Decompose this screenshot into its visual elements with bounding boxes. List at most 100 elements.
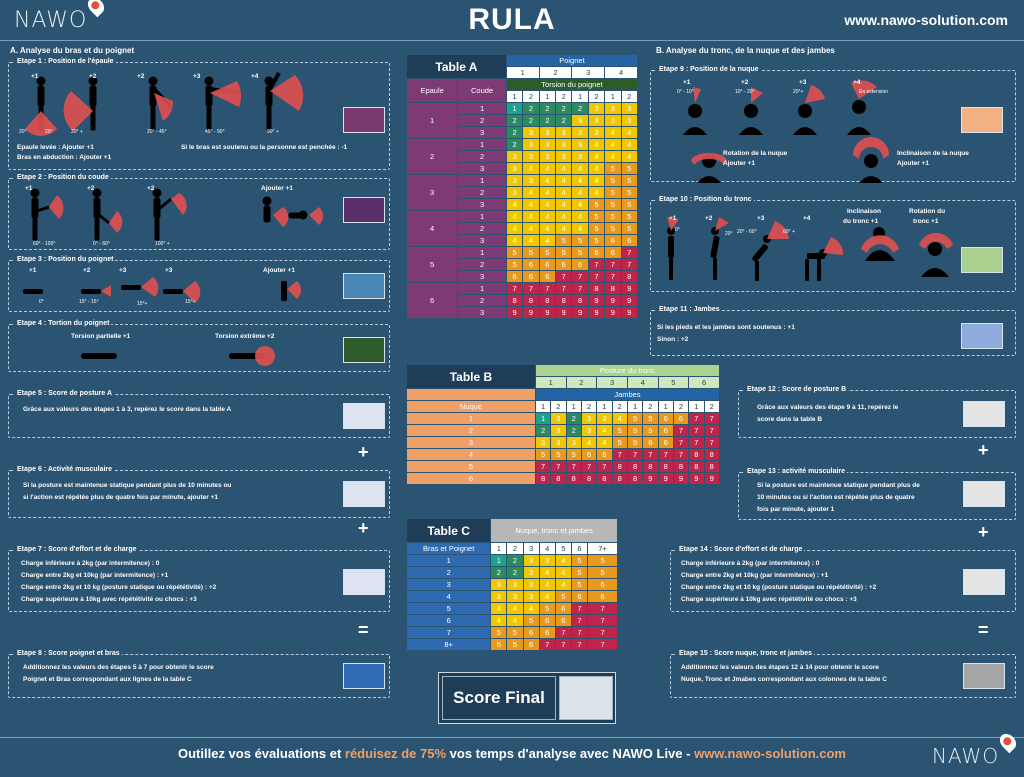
score-final-box[interactable] xyxy=(559,676,613,720)
etape1-score-5: +4 xyxy=(251,73,259,80)
table-c-cell: 4 xyxy=(522,602,540,615)
table-b-jambes-col: 2 xyxy=(611,400,628,413)
table-a-cell: 5 xyxy=(620,174,638,187)
table-b-cell: 7 xyxy=(657,448,674,461)
table-a-cell: 7 xyxy=(505,282,524,295)
table-b-cell: 5 xyxy=(565,448,582,461)
etape6-line1: Si la posture est maintenue statique pen… xyxy=(23,482,232,489)
table-c-bras-cell: 6 xyxy=(405,614,492,627)
etape7-score-box[interactable] xyxy=(343,569,385,595)
etape3-score-1: +1 xyxy=(29,267,37,274)
table-a-cell: 4 xyxy=(620,126,638,139)
table-b-cell: 3 xyxy=(534,436,552,449)
table-a-cell: 6 xyxy=(604,246,622,259)
table-c-cell: 4 xyxy=(490,602,508,615)
etape4-score-box[interactable] xyxy=(343,337,385,363)
table-a-cell: 5 xyxy=(604,174,622,187)
table-c-cell: 7 xyxy=(587,614,618,627)
table-a-cell: 4 xyxy=(538,198,557,211)
etape1-score-box[interactable] xyxy=(343,107,385,133)
table-a-torsion-col: 2 xyxy=(522,90,540,103)
table-a-cell: 4 xyxy=(571,186,589,199)
etape11-score-box[interactable] xyxy=(961,323,1003,349)
etape2-angle-3: 100° + xyxy=(155,241,170,247)
etape7-line2: Charge entre 2kg et 10kg (par intermiten… xyxy=(21,572,169,579)
table-a-cell: 7 xyxy=(554,270,573,283)
etape8-title: Etape 8 : Score poignet et bras xyxy=(15,650,122,657)
table-a-cell: 5 xyxy=(571,234,589,247)
table-b-cell: 8 xyxy=(703,448,720,461)
footer-text-c: vos temps d'analyse avec NAWO Live - xyxy=(446,746,695,761)
table-c-cell: 7 xyxy=(587,626,618,639)
table-b-cell: 3 xyxy=(565,436,582,449)
etape6-panel: Etape 6 : Activité musculaire Si la post… xyxy=(8,466,390,518)
etape1-line3: Si le bras est soutenu ou la personne es… xyxy=(181,144,348,151)
table-b-cell: 8 xyxy=(626,472,644,485)
table-b-jambes-col: 2 xyxy=(642,400,659,413)
etape13-line3: fois par minute, ajouter 1 xyxy=(757,506,835,513)
table-b-tronc-col: 3 xyxy=(596,376,628,389)
table-a-cell: 9 xyxy=(554,306,573,319)
etape2-score-box[interactable] xyxy=(343,197,385,223)
table-a-cell: 6 xyxy=(538,270,557,283)
table-b-nuque-cell: 3 xyxy=(406,436,536,449)
table-a-cell: 4 xyxy=(522,186,540,199)
etape15-score-box[interactable] xyxy=(963,663,1005,689)
table-a-cell: 5 xyxy=(604,222,622,235)
header-url-link[interactable]: www.nawo-solution.com xyxy=(844,12,1008,28)
table-a-cell: 3 xyxy=(505,150,524,163)
table-a-cell: 7 xyxy=(620,246,638,259)
page-title: RULA xyxy=(468,3,556,36)
table-a-cell: 4 xyxy=(505,222,524,235)
table-c-cell: 3 xyxy=(522,590,540,603)
table-a-coude-cell: 1 xyxy=(457,174,507,187)
etape9-angle-3: 20°+ xyxy=(793,89,804,95)
etape6-score-box[interactable] xyxy=(343,481,385,507)
etape10-angle-2: 20° xyxy=(725,231,733,237)
equals-sign-1: = xyxy=(358,620,369,640)
table-c-bras-cell: 1 xyxy=(405,554,492,567)
table-a-cell: 3 xyxy=(571,114,589,127)
table-a-cell: 9 xyxy=(522,306,540,319)
etape7-line3: Charge entre 2kg et 10 kg (posture stati… xyxy=(21,584,217,591)
table-b-cell: 6 xyxy=(642,436,659,449)
table-b-cell: 3 xyxy=(550,436,567,449)
footer-text-a: Outillez vos évaluations et xyxy=(178,746,345,761)
table-b-cell: 7 xyxy=(642,448,659,461)
etape3-score-box[interactable] xyxy=(343,273,385,299)
table-b-cell: 2 xyxy=(534,424,552,437)
table-a-cell: 4 xyxy=(538,174,557,187)
etape13-score-box[interactable] xyxy=(963,481,1005,507)
table-b-cell: 7 xyxy=(703,412,720,425)
etape9-score-box[interactable] xyxy=(961,107,1003,133)
table-b-cell: 4 xyxy=(596,436,613,449)
plus-sign-1: + xyxy=(358,442,369,462)
table-a-cell: 4 xyxy=(554,210,573,223)
table-b-tronc-col: 1 xyxy=(534,376,567,389)
table-c-col: 4 xyxy=(538,542,556,555)
etape10-score-box[interactable] xyxy=(961,247,1003,273)
etape8-score-box[interactable] xyxy=(343,663,385,689)
etape9-panel: Etape 9 : Position de la nuque +1 +2 +3 … xyxy=(650,66,1016,183)
table-a-coude-cell: 3 xyxy=(457,126,507,139)
table-c-col: 7+ xyxy=(587,542,618,555)
table-a-cell: 3 xyxy=(620,114,638,127)
etape14-score-box[interactable] xyxy=(963,569,1005,595)
table-a-poignet-header: Poignet xyxy=(505,54,639,67)
table-a-cell: 2 xyxy=(522,114,540,127)
table-a-cell: 5 xyxy=(620,222,638,235)
table-a-cell: 4 xyxy=(587,186,606,199)
table-a-cell: 4 xyxy=(522,210,540,223)
footer-url-link[interactable]: www.nawo-solution.com xyxy=(694,746,846,761)
table-a-coude-cell: 3 xyxy=(457,270,507,283)
etape12-score-box[interactable] xyxy=(963,401,1005,427)
plus-sign-3: + xyxy=(978,440,989,460)
table-b-cell: 5 xyxy=(626,436,644,449)
table-c-cell: 4 xyxy=(506,602,524,615)
table-c-bras-cell: 5 xyxy=(405,602,492,615)
table-a-coude-cell: 2 xyxy=(457,294,507,307)
logo-text-footer: NAWO xyxy=(932,744,1000,768)
table-b-cell: 9 xyxy=(672,472,690,485)
etape5-score-box[interactable] xyxy=(343,403,385,429)
